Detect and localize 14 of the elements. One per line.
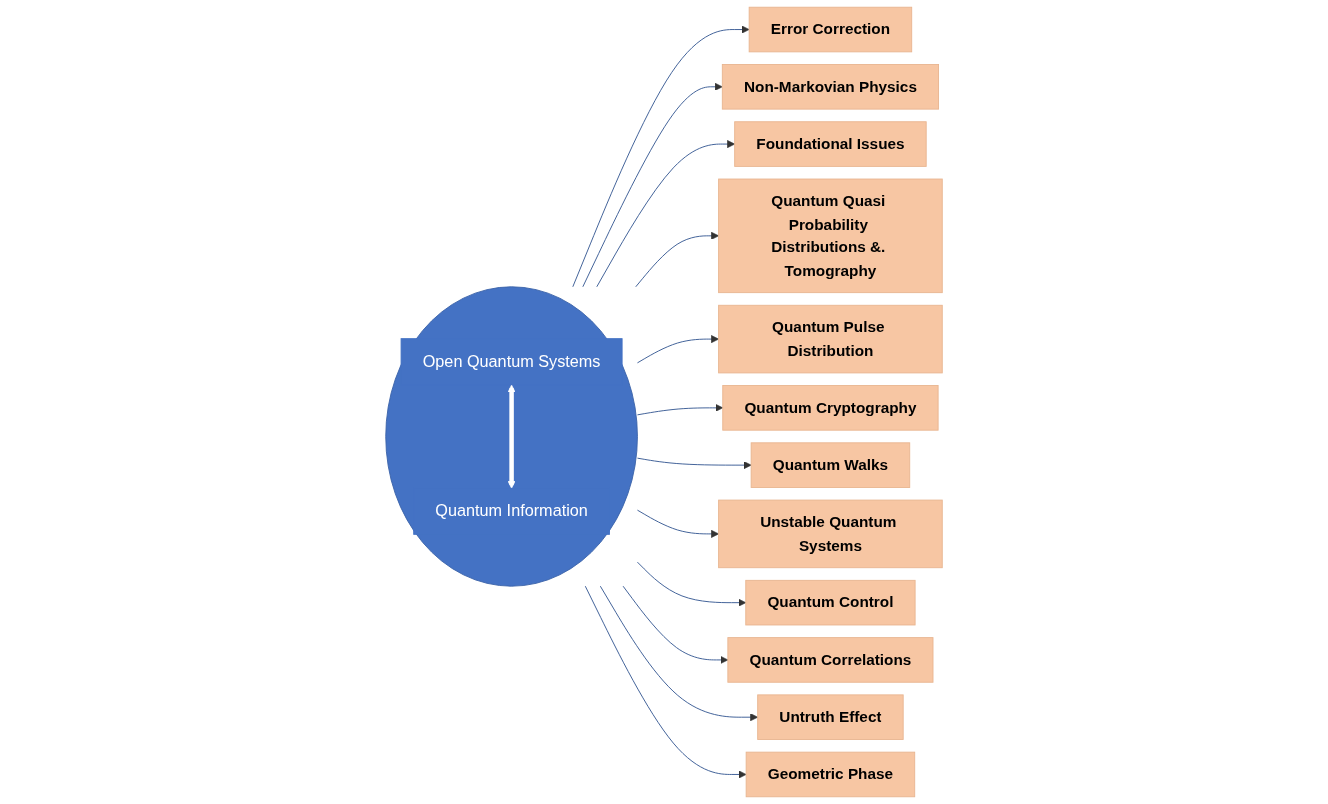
node-text: Quantum Information: [435, 501, 588, 520]
node-box: Quantum Walks: [750, 442, 911, 488]
node-box: Foundational Issues: [734, 121, 927, 167]
node-box: Error Correction: [748, 6, 913, 53]
node-box: Quantum Quasi Probability Distributions &. Tomography: [718, 178, 943, 294]
node-box: Non-Markovian Physics: [721, 64, 939, 110]
node-box: Unstable Quantum Systems: [718, 499, 943, 569]
node-box: Quantum Correlations: [727, 637, 934, 683]
node-box: Quantum Cryptography: [722, 385, 939, 431]
node-box: Untruth Effect: [757, 694, 904, 740]
arrow: [507, 384, 516, 489]
node-box: Quantum Pulse Distribution: [718, 304, 943, 374]
node-box: Quantum Control: [745, 579, 916, 626]
node-box: Geometric Phase: [745, 751, 916, 798]
